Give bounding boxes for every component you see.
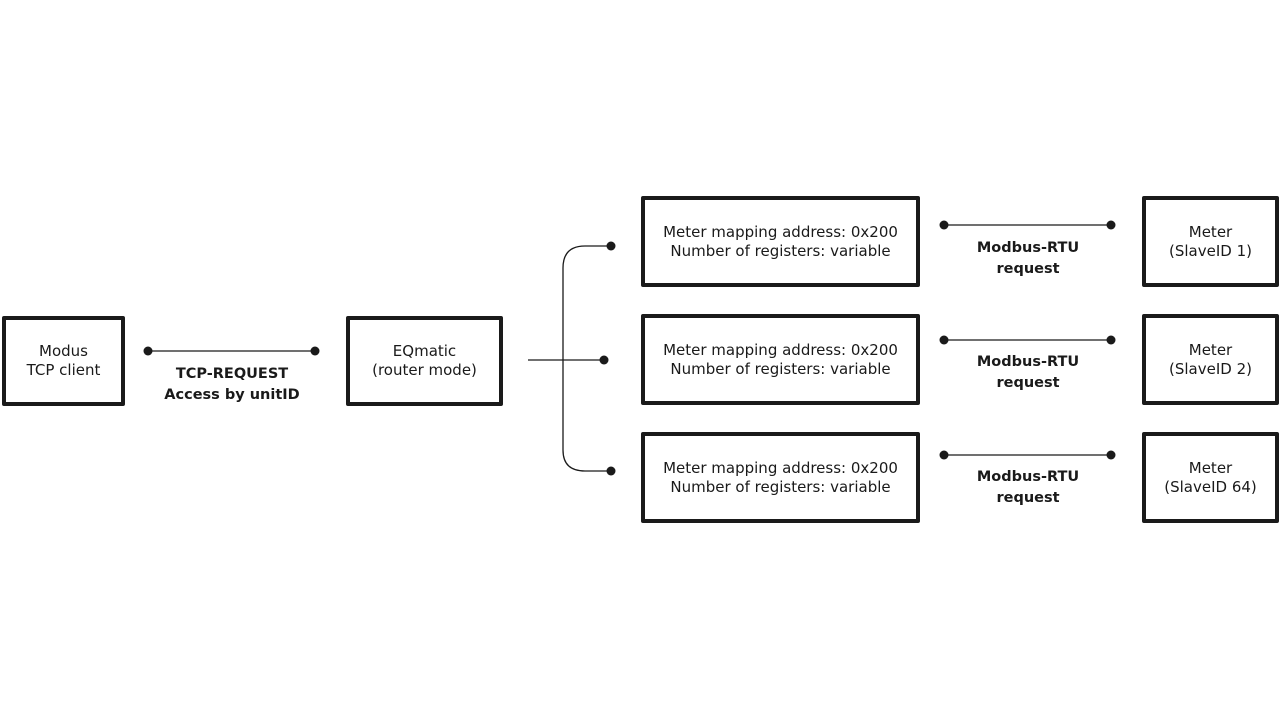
meter-title: Meter bbox=[1188, 222, 1233, 241]
rtu-request-title: Modbus-RTU bbox=[976, 240, 1080, 256]
mapping-register-count: Number of registers: variable bbox=[670, 359, 891, 378]
branch-dot-2 bbox=[599, 355, 609, 365]
tcp-client-box: Modus TCP client bbox=[2, 316, 125, 406]
rtu-connector-start-dot-3 bbox=[939, 450, 949, 460]
rtu-request-subtitle: request bbox=[996, 261, 1060, 277]
rtu-request-title: Modbus-RTU bbox=[976, 354, 1080, 370]
branch-dot-1 bbox=[606, 241, 616, 251]
rtu-request-title: Modbus-RTU bbox=[976, 469, 1080, 485]
rtu-connector-start-dot-1 bbox=[939, 220, 949, 230]
branch-dot-3 bbox=[606, 466, 616, 476]
router-branch-bracket bbox=[562, 245, 611, 472]
meter-slave-id: (SlaveID 64) bbox=[1164, 477, 1257, 496]
router-subtitle: (router mode) bbox=[372, 361, 477, 379]
meter-slave-id: (SlaveID 1) bbox=[1169, 241, 1252, 260]
mapping-box: Meter mapping address: 0x200 Number of r… bbox=[641, 432, 920, 523]
meter-box: Meter (SlaveID 64) bbox=[1142, 432, 1279, 523]
router-box: EQmatic (router mode) bbox=[346, 316, 503, 406]
tcp-client-title: Modus bbox=[39, 342, 88, 360]
rtu-connector-end-dot-3 bbox=[1106, 450, 1116, 460]
mapping-address: Meter mapping address: 0x200 bbox=[663, 222, 898, 241]
rtu-request-subtitle: request bbox=[996, 490, 1060, 506]
meter-box: Meter (SlaveID 1) bbox=[1142, 196, 1279, 287]
mapping-register-count: Number of registers: variable bbox=[670, 241, 891, 260]
tcp-connector-end-dot bbox=[310, 346, 320, 356]
meter-slave-id: (SlaveID 2) bbox=[1169, 359, 1252, 378]
mapping-box: Meter mapping address: 0x200 Number of r… bbox=[641, 314, 920, 405]
router-title: EQmatic bbox=[392, 342, 457, 360]
meter-title: Meter bbox=[1188, 458, 1233, 477]
mapping-register-count: Number of registers: variable bbox=[670, 477, 891, 496]
rtu-request-label: Modbus-RTU request bbox=[944, 238, 1112, 280]
tcp-request-title: TCP-REQUEST bbox=[175, 366, 289, 382]
tcp-request-subtitle: Access by unitID bbox=[164, 387, 300, 403]
rtu-connector-start-dot-2 bbox=[939, 335, 949, 345]
meter-title: Meter bbox=[1188, 340, 1233, 359]
rtu-request-subtitle: request bbox=[996, 375, 1060, 391]
meter-box: Meter (SlaveID 2) bbox=[1142, 314, 1279, 405]
mapping-address: Meter mapping address: 0x200 bbox=[663, 340, 898, 359]
mapping-address: Meter mapping address: 0x200 bbox=[663, 458, 898, 477]
mapping-box: Meter mapping address: 0x200 Number of r… bbox=[641, 196, 920, 287]
tcp-client-subtitle: TCP client bbox=[26, 361, 101, 379]
rtu-connector-end-dot-2 bbox=[1106, 335, 1116, 345]
rtu-request-label: Modbus-RTU request bbox=[944, 352, 1112, 394]
tcp-connector-start-dot bbox=[143, 346, 153, 356]
tcp-request-label: TCP-REQUEST Access by unitID bbox=[150, 364, 314, 406]
rtu-connector-end-dot-1 bbox=[1106, 220, 1116, 230]
rtu-request-label: Modbus-RTU request bbox=[944, 467, 1112, 509]
